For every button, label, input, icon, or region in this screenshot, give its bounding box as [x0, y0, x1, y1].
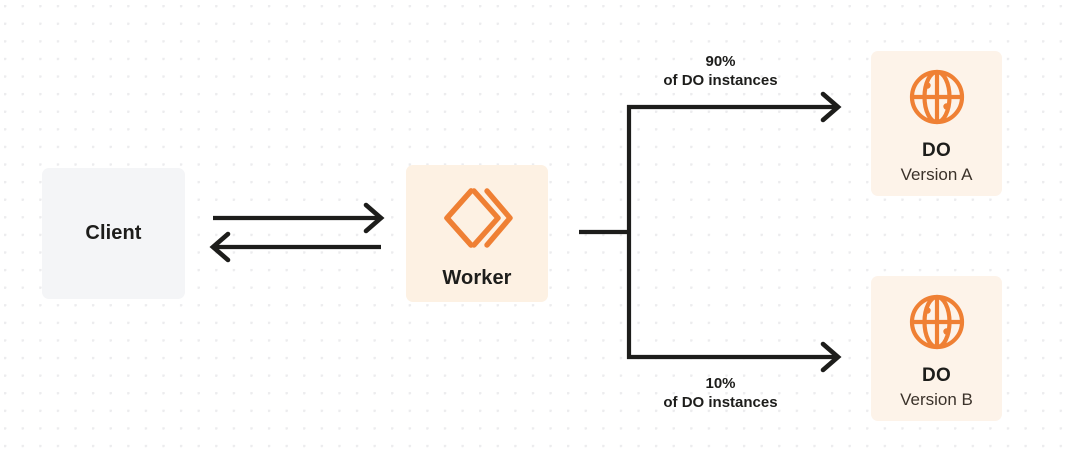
arrow-worker-to-client	[209, 231, 381, 263]
edge-label-do-b-percent: 10%	[705, 375, 736, 392]
cloudflare-workers-icon	[441, 187, 513, 249]
edge-label-do-a: 90% of DO instances	[628, 52, 813, 90]
node-do-b-label: DO	[922, 365, 951, 386]
arrow-client-to-worker	[213, 202, 385, 234]
globe-icon	[908, 68, 966, 126]
node-do-version-a[interactable]: DO Version A	[871, 51, 1002, 196]
edge-label-do-a-caption: of DO instances	[663, 72, 778, 90]
edge-label-do-b-caption: of DO instances	[663, 394, 778, 412]
edge-label-do-b: 10% of DO instances	[628, 374, 813, 412]
node-worker[interactable]: Worker	[406, 165, 548, 302]
node-do-b-sublabel: Version B	[900, 390, 973, 409]
node-do-a-label: DO	[922, 140, 951, 161]
globe-icon	[908, 293, 966, 351]
arrow-worker-branch	[579, 91, 842, 373]
edge-label-do-a-percent: 90%	[705, 53, 736, 70]
node-do-version-b[interactable]: DO Version B	[871, 276, 1002, 421]
node-client-label: Client	[85, 222, 142, 244]
node-worker-label: Worker	[442, 267, 512, 289]
node-client[interactable]: Client	[42, 168, 185, 299]
node-do-a-sublabel: Version A	[900, 165, 973, 184]
